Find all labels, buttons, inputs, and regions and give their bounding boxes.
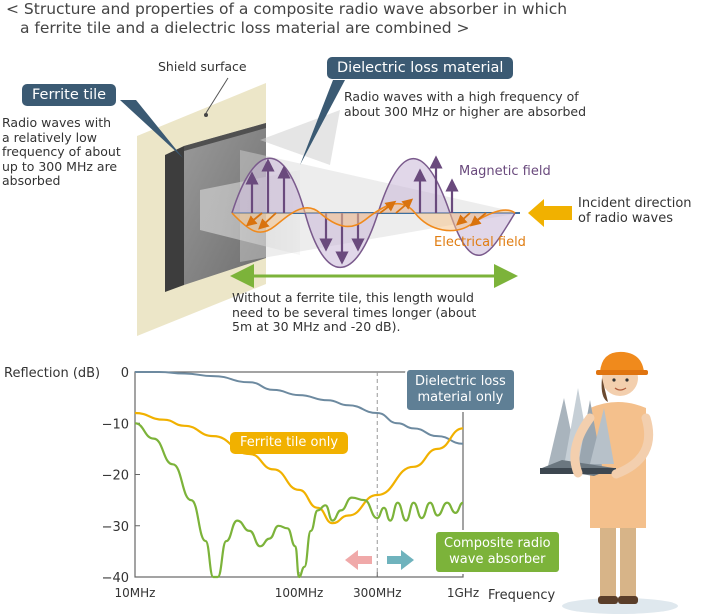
y-axis-label: Reflection (dB) bbox=[4, 366, 100, 381]
label-dielectric-only: Dielectric loss material only bbox=[405, 368, 516, 412]
label-composite: Composite radio wave absorber bbox=[434, 530, 561, 574]
electrical-field-label: Electrical field bbox=[434, 235, 526, 250]
ferrite-description: Radio waves with a relatively low freque… bbox=[2, 115, 121, 188]
x-tick-label: 300MHz bbox=[353, 586, 402, 600]
band-arrows bbox=[345, 550, 414, 570]
title-line-2: a ferrite tile and a dielectric loss mat… bbox=[20, 19, 470, 37]
length-note: Without a ferrite tile, this length woul… bbox=[232, 290, 477, 334]
hard-hat-icon bbox=[600, 351, 644, 372]
shield-surface-label: Shield surface bbox=[158, 59, 247, 74]
dielectric-layer bbox=[184, 123, 266, 151]
incident-direction-arrow bbox=[528, 199, 572, 227]
engineer-illustration bbox=[540, 351, 678, 614]
ferrite-tile-side bbox=[165, 146, 184, 292]
figure-title: < Structure and properties of a composit… bbox=[6, 0, 696, 38]
y-tick-label: −30 bbox=[102, 520, 129, 535]
shield-surface-pointer-dot bbox=[204, 113, 208, 117]
x-tick-label: 100MHz bbox=[275, 586, 324, 600]
label-ferrite-only: Ferrite tile only bbox=[230, 432, 349, 454]
y-tick-label: −10 bbox=[102, 417, 129, 432]
x-tick-label: 1GHz bbox=[447, 586, 479, 600]
dielectric-only-curve bbox=[134, 371, 464, 445]
y-tick-label: −20 bbox=[102, 469, 129, 484]
y-tick-label: −40 bbox=[102, 571, 129, 586]
composite-curve bbox=[134, 422, 464, 579]
magnetic-field-label: Magnetic field bbox=[459, 164, 551, 179]
dielectric-tag: Dielectric loss material bbox=[327, 57, 514, 79]
structure-diagram bbox=[120, 77, 572, 336]
title-line-1: < Structure and properties of a composit… bbox=[6, 0, 568, 18]
x-axis-label: Frequency bbox=[488, 588, 555, 603]
y-tick-label: 0 bbox=[121, 366, 129, 381]
ferrite-tile-tag: Ferrite tile bbox=[22, 84, 117, 106]
incident-direction-label: Incident direction of radio waves bbox=[578, 196, 692, 226]
ferrite-only-curve bbox=[134, 411, 464, 525]
dielectric-description: Radio waves with a high frequency of abo… bbox=[344, 89, 587, 119]
x-tick-label: 10MHz bbox=[115, 586, 156, 600]
